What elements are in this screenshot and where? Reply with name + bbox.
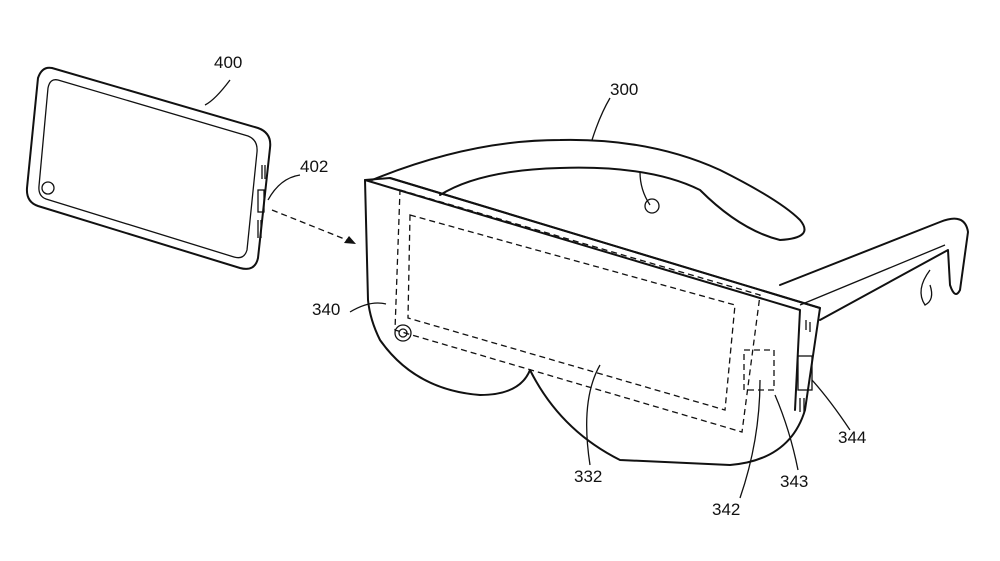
phone-drawing [25,66,272,270]
label-344: 344 [838,428,867,447]
label-400: 400 [214,53,243,72]
label-343: 343 [780,472,809,491]
label-332: 332 [574,467,603,486]
label-300: 300 [610,80,639,99]
headset-drawing [204,79,969,499]
label-402: 402 [300,157,329,176]
label-340: 340 [312,300,341,319]
label-342: 342 [712,500,741,519]
insertion-arrow [271,209,353,243]
